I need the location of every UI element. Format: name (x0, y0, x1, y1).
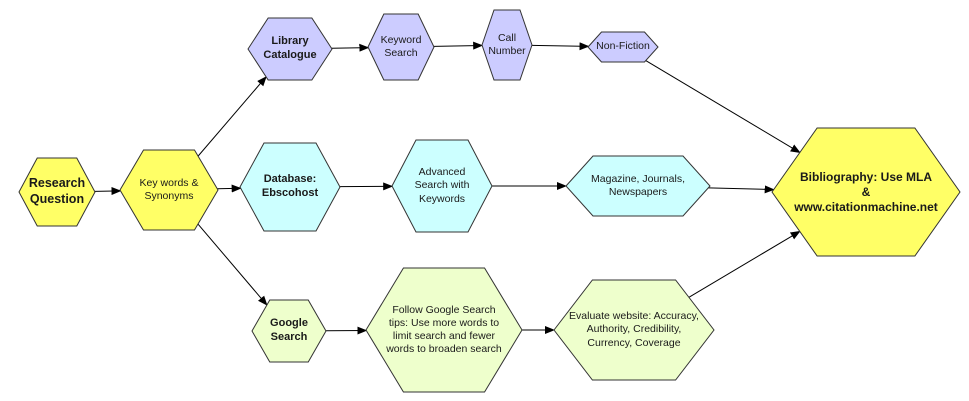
node-keyword-search-shape (367, 13, 435, 81)
node-advanced-search-shape (391, 139, 493, 233)
arrow-keywords-to-library-catalogue (197, 76, 267, 157)
node-call-number-shape (481, 9, 533, 81)
node-magazines-shape (565, 155, 711, 217)
node-google-search-shape (251, 299, 327, 363)
node-research-question-shape (18, 157, 96, 227)
arrow-call-number-to-non-fiction (531, 42, 590, 51)
arrow-keywords-to-google-search (197, 223, 268, 306)
arrow-magazines-to-bibliography (708, 185, 775, 194)
arrow-library-catalogue-to-keyword-search (331, 43, 370, 52)
node-database-shape (239, 142, 341, 232)
node-evaluate-shape (553, 279, 715, 381)
node-library-catalogue-shape (247, 17, 333, 81)
node-google-tips-shape (365, 267, 523, 393)
arrow-keyword-search-to-call-number (433, 41, 484, 50)
arrow-evaluate-to-bibliography (688, 230, 801, 298)
arrow-non-fiction-to-bibliography (645, 60, 801, 154)
node-non-fiction-shape (587, 31, 659, 63)
arrow-keywords-to-database (217, 184, 242, 193)
node-keywords-shape (119, 149, 219, 231)
node-bibliography-shape (771, 127, 961, 257)
